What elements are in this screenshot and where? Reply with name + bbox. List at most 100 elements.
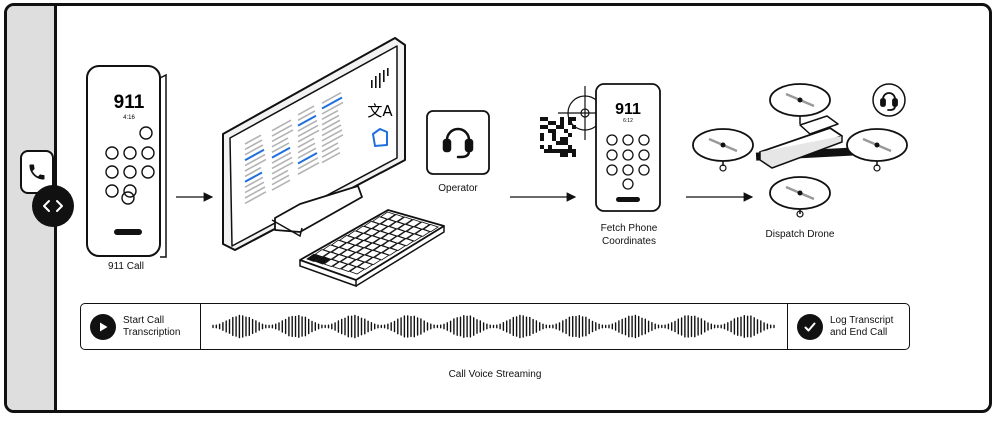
transcript-line <box>271 142 290 153</box>
transcript-highlight <box>244 171 263 183</box>
keyboard-key <box>388 214 405 223</box>
pattern-cell <box>564 137 568 141</box>
caller-phone-number: 911 <box>114 92 145 113</box>
phone-locate-illustration: 911 6:12 <box>540 83 661 212</box>
transcript-line <box>321 151 341 164</box>
pattern-cell <box>568 121 572 125</box>
drone-support-badge <box>872 83 906 117</box>
pattern-cell <box>544 117 548 121</box>
pattern-cell <box>560 149 564 153</box>
transcript-line <box>244 186 266 199</box>
transcript-line <box>297 142 316 154</box>
step-label-operator: Operator <box>438 183 478 194</box>
pattern-cell <box>548 121 552 125</box>
transcript-line <box>297 119 318 132</box>
transcript-line <box>321 142 339 153</box>
transcript-line <box>321 114 340 126</box>
transcript-line <box>297 124 319 138</box>
start-transcription-button[interactable]: Start Call Transcription <box>81 304 201 349</box>
pattern-cell <box>552 149 556 153</box>
transcript-line <box>271 137 289 148</box>
code-icon <box>43 200 63 212</box>
transcript-line <box>271 129 294 143</box>
drone-illustration <box>692 83 908 218</box>
code-toggle-button[interactable] <box>32 185 74 227</box>
pattern-cell <box>544 149 548 153</box>
location-tag-icon <box>372 128 388 147</box>
pattern-cell <box>560 153 564 157</box>
pattern-cell <box>564 149 568 153</box>
located-phone-number: 911 <box>615 101 641 118</box>
pattern-cell <box>560 141 564 145</box>
transcript-line <box>244 181 265 194</box>
headset-icon <box>880 92 898 111</box>
transcript-line <box>271 161 294 175</box>
transcript-line <box>244 158 267 172</box>
pattern-cell <box>548 145 552 149</box>
pattern-cell <box>540 133 544 137</box>
end-call-label: Log Transcript and End Call <box>830 315 894 338</box>
transcript-highlight <box>271 146 291 159</box>
step-label-911-call: 911 Call <box>108 261 144 272</box>
transcript-line <box>271 179 291 191</box>
pattern-cell <box>556 141 560 145</box>
transcript-highlight <box>321 96 343 110</box>
transcript-line <box>297 105 315 116</box>
transcript-line <box>271 169 289 180</box>
caller-phone-illustration: 911 4:16 <box>86 65 167 258</box>
transcript-line <box>321 129 343 142</box>
caller-keypad <box>105 126 155 205</box>
end-call-button[interactable]: Log Transcript and End Call <box>787 304 909 349</box>
transcript-line <box>244 144 264 156</box>
translate-icon: 文A <box>367 102 393 120</box>
phone-icon <box>29 164 45 180</box>
pattern-cell <box>540 125 544 129</box>
pattern-cell <box>568 145 572 149</box>
keyboard-keys <box>306 211 440 275</box>
pattern-cell <box>540 145 544 149</box>
pattern-cell <box>560 121 564 125</box>
pattern-cell <box>564 129 568 133</box>
transcript-line <box>244 153 266 167</box>
pattern-cell <box>568 133 572 137</box>
transcript-line <box>297 157 319 170</box>
keyboard-key <box>397 216 414 225</box>
location-pattern <box>540 117 576 157</box>
pattern-cell <box>560 125 564 129</box>
keyboard-key <box>422 224 440 233</box>
keyboard-key <box>414 221 431 230</box>
pattern-cell <box>552 129 556 133</box>
transcript-line <box>297 161 320 175</box>
transcript-line <box>244 191 267 205</box>
transcript-line <box>321 91 342 104</box>
headset-icon <box>442 127 474 159</box>
keyboard-key <box>379 211 397 220</box>
pattern-cell <box>540 117 544 121</box>
pattern-cell <box>556 149 560 153</box>
transcript-lines <box>244 91 344 205</box>
located-phone-time: 6:12 <box>623 118 633 124</box>
pattern-cell <box>552 133 556 137</box>
transcript-line <box>297 129 320 143</box>
transcript-line <box>321 109 339 121</box>
pattern-cell <box>572 117 576 121</box>
transcript-line <box>297 110 316 121</box>
step-label-fetch-coordinates: Fetch Phone Coordinates <box>600 223 658 247</box>
transcript-line <box>321 119 341 131</box>
pattern-cell <box>572 125 576 129</box>
pattern-cell <box>572 149 576 153</box>
pattern-cell <box>560 137 564 141</box>
transcription-monitor-illustration: 文A <box>222 37 406 251</box>
pattern-cell <box>560 117 564 121</box>
pattern-cell <box>540 137 544 141</box>
pattern-cell <box>568 149 572 153</box>
pattern-cell <box>564 153 568 157</box>
transcript-line <box>321 147 340 158</box>
end-circle <box>797 314 823 340</box>
caller-phone-time: 4:16 <box>123 115 135 121</box>
stream-caption: Call Voice Streaming <box>448 369 542 380</box>
keyboard-illustration <box>299 209 445 288</box>
operator-card <box>426 110 490 175</box>
phone-call-button[interactable] <box>20 150 54 194</box>
voice-waveform <box>212 314 775 339</box>
